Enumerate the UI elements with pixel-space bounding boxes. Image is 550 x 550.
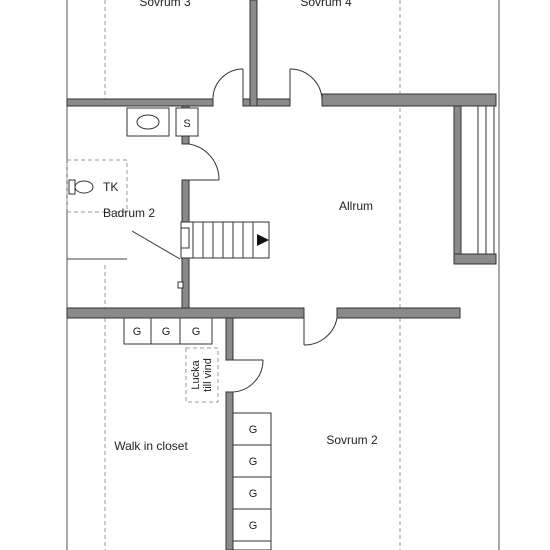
attic-hatch (185, 347, 219, 403)
room-label-sovrum2: Sovrum 2 (326, 433, 378, 447)
room-label-sovrum4: Sovrum 4 (300, 0, 352, 9)
room-label-tk: TK (103, 180, 118, 194)
g-cabinet (232, 476, 272, 510)
g-cabinet (232, 508, 272, 542)
door-swing (303, 317, 338, 346)
wall (242, 98, 291, 107)
room-label-allrum: Allrum (339, 199, 373, 213)
door-swing (212, 68, 244, 100)
wall (225, 391, 234, 550)
room-label-badrum2: Badrum 2 (103, 206, 155, 220)
wall (249, 0, 258, 107)
shower-screen-diagonal (131, 230, 181, 260)
hatch-label-line2: till vind (202, 358, 214, 392)
staircase (180, 221, 270, 259)
wall (225, 317, 234, 361)
wall (453, 253, 497, 265)
wall-fixture (177, 281, 184, 289)
toilet-icon (68, 179, 94, 195)
room-label-sovrum3: Sovrum 3 (139, 0, 191, 9)
g-label: G (249, 488, 258, 500)
hatch-label-line1: Lucka (190, 359, 202, 389)
door-swing (188, 143, 220, 181)
g-label: G (249, 424, 258, 436)
wall (321, 93, 497, 107)
wall (66, 98, 214, 107)
g-cabinet (150, 317, 181, 345)
storage-label: S (183, 118, 190, 130)
g-label: G (249, 456, 258, 468)
wall (453, 105, 462, 255)
door-swing (232, 359, 264, 393)
g-cabinet (179, 317, 213, 345)
g-label: G (133, 326, 142, 338)
g-label: G (192, 326, 201, 338)
door-swing (289, 68, 323, 100)
g-label: G (249, 520, 258, 532)
g-cabinet (232, 540, 272, 550)
room-label-walk-in-closet: Walk in closet (114, 439, 188, 453)
wall (336, 307, 461, 319)
storage-box (175, 107, 199, 137)
g-cabinet (232, 444, 272, 478)
sink-icon (126, 107, 170, 137)
shower-area (66, 159, 128, 213)
wall (66, 307, 305, 319)
g-cabinet (232, 412, 272, 446)
g-label: G (162, 326, 171, 338)
